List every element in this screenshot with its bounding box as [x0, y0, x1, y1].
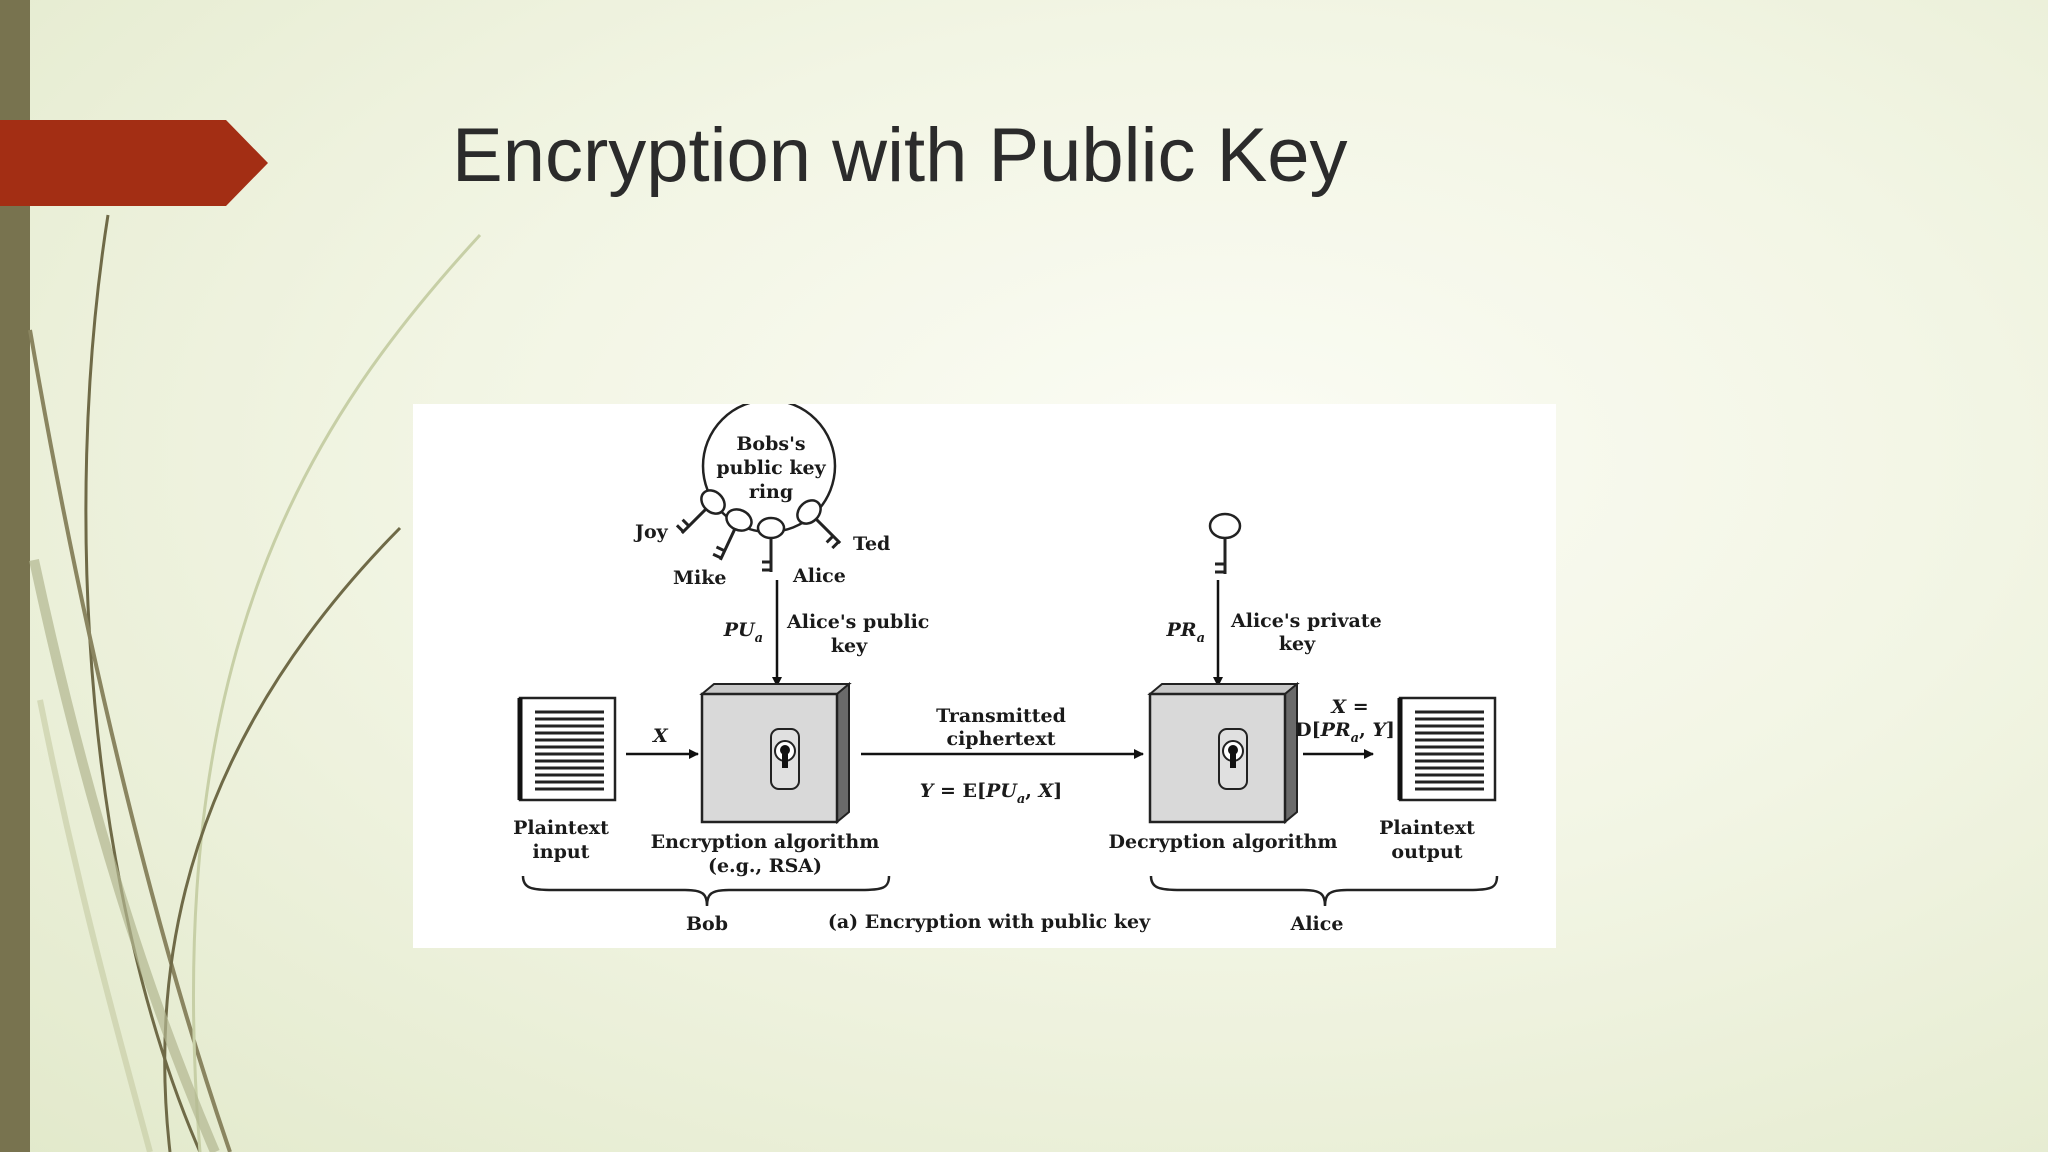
alice-key-icon: [756, 516, 786, 572]
decryption-label: Decryption algorithm: [1109, 831, 1338, 853]
key-ring-label-line3: ring: [749, 481, 793, 503]
plaintext-output-document-icon: [1397, 696, 1497, 802]
encryption-label-line1: Encryption algorithm: [651, 831, 880, 853]
ciphertext-formula: Y = E[PUa, X]: [920, 780, 1062, 807]
public-key-encryption-diagram: Bobs's public key ring Joy Mike Alice Te…: [413, 404, 1556, 948]
key-ring-label-line2: public key: [716, 457, 826, 479]
alice-brace: [1149, 875, 1499, 907]
transmitted-label-line2: ciphertext: [947, 728, 1056, 750]
private-key-label-line2: key: [1279, 633, 1316, 655]
encryption-lock-icon: [770, 728, 800, 790]
bob-brace: [521, 875, 891, 907]
diagram-caption: (a) Encryption with public key: [828, 911, 1151, 933]
input-variable-x: X: [652, 725, 669, 747]
encryption-box: [699, 681, 852, 825]
ted-key-icon: [796, 499, 842, 550]
encryption-label-line2: (e.g., RSA): [708, 855, 822, 877]
plaintext-input-label-line2: input: [533, 841, 590, 863]
plaintext-input-document-icon: [517, 696, 617, 802]
public-key-label-line2: key: [831, 635, 868, 657]
mike-key-icon: [712, 508, 753, 561]
title-accent-arrow: [0, 120, 268, 206]
key-ring-label-line1: Bobs's: [736, 433, 805, 455]
public-key-symbol: PUa: [723, 619, 763, 646]
transmitted-label-line1: Transmitted: [936, 705, 1066, 727]
public-key-label-line1: Alice's public: [786, 611, 929, 633]
joy-key-icon: [675, 489, 726, 535]
key-label-joy: Joy: [633, 521, 669, 543]
alice-label: Alice: [1290, 913, 1344, 935]
bob-label: Bob: [686, 913, 728, 935]
output-formula-line2: D[PRa, Y]: [1295, 719, 1395, 746]
plaintext-output-label-line2: output: [1391, 841, 1462, 863]
key-label-ted: Ted: [853, 533, 890, 555]
slide-title: Encryption with Public Key: [452, 113, 1348, 198]
output-formula-line1: X =: [1330, 696, 1368, 718]
decryption-box: [1147, 681, 1300, 825]
key-label-alice: Alice: [792, 565, 846, 587]
decorative-swooshes: [28, 214, 482, 1152]
key-label-mike: Mike: [673, 567, 727, 589]
plaintext-output-label-line1: Plaintext: [1379, 817, 1475, 839]
private-key-icon: [1208, 512, 1242, 574]
private-key-label-line1: Alice's private: [1230, 610, 1382, 632]
private-key-symbol: PRa: [1165, 619, 1205, 646]
plaintext-input-label-line1: Plaintext: [513, 817, 609, 839]
decryption-lock-icon: [1218, 728, 1248, 790]
